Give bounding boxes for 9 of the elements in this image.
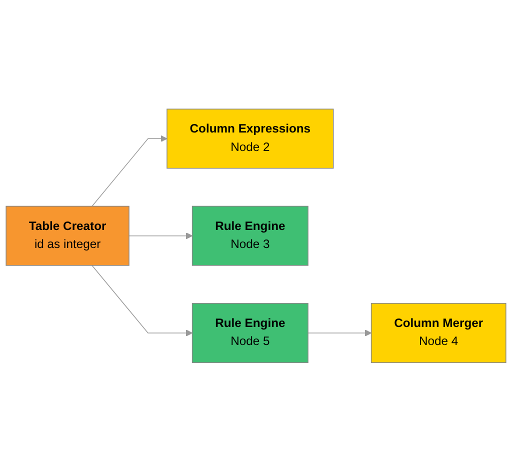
arrow — [92, 264, 193, 336]
node-box: Rule Engine Node 3 — [192, 206, 308, 266]
node-box: Column Merger Node 4 — [370, 302, 506, 363]
node-box: Column Expressions Node 2 — [166, 108, 334, 168]
arrow — [128, 232, 193, 239]
node-box: Table Creator id as integer — [6, 206, 130, 266]
node-box: Rule Engine Node 5 — [192, 302, 308, 363]
arrow — [308, 329, 372, 336]
arrow — [92, 135, 168, 206]
